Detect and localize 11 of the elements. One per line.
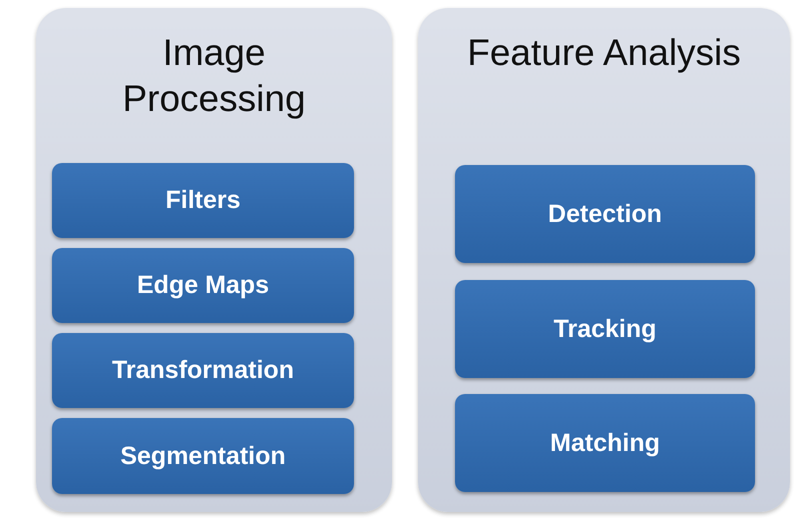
process-box: Segmentation: [52, 418, 354, 494]
group-panel: [418, 8, 790, 512]
process-box: Edge Maps: [52, 248, 354, 323]
process-box: Detection: [455, 165, 755, 263]
process-box: Tracking: [455, 280, 755, 378]
process-box: Filters: [52, 163, 354, 238]
process-box: Matching: [455, 394, 755, 492]
panel-title: Feature Analysis: [466, 31, 742, 75]
group-panel: [36, 8, 392, 512]
process-box: Transformation: [52, 333, 354, 408]
panel-title: Image Processing: [121, 31, 307, 121]
